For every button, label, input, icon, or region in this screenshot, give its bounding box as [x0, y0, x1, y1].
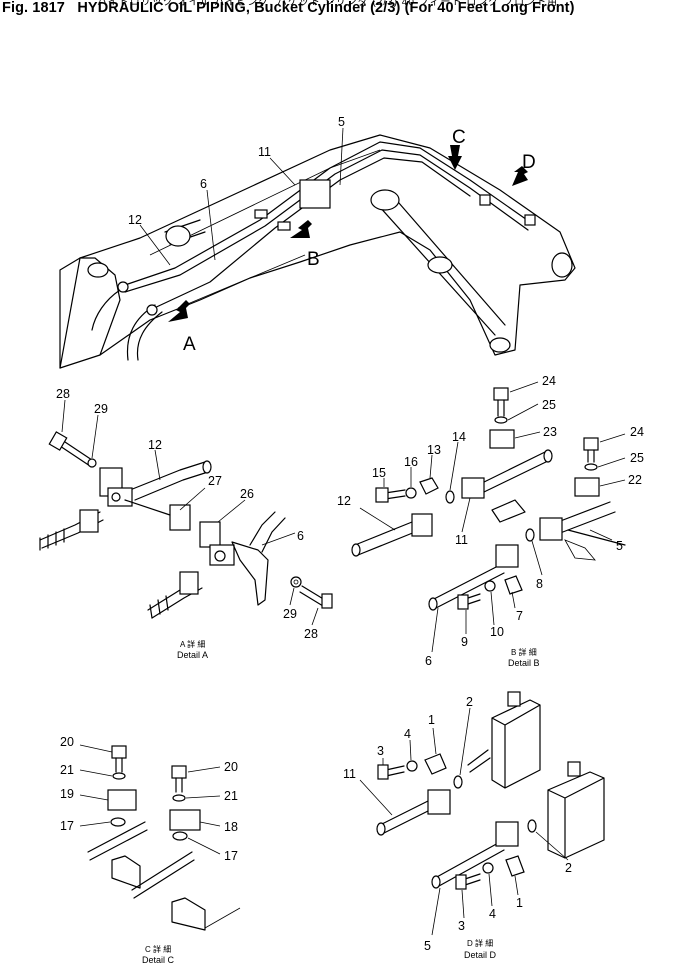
caption-d-en: Detail D: [464, 950, 497, 960]
view-arrow-d: [512, 166, 528, 186]
callout-c-18: 18: [224, 820, 238, 834]
callout-b-5: 5: [616, 539, 623, 553]
caption-b-jp: B 詳 細: [511, 647, 537, 657]
callout-a-29-bottom: 29: [283, 607, 297, 621]
callout-b-6: 6: [425, 654, 432, 668]
view-arrow-b: [290, 220, 312, 238]
callout-b-13: 13: [427, 443, 441, 457]
callout-c-17-right: 17: [224, 849, 238, 863]
callout-main-11: 11: [258, 145, 271, 159]
callout-b-25-right: 25: [630, 451, 644, 465]
callout-c-21-right: 21: [224, 789, 238, 803]
callout-a-28-bottom: 28: [304, 627, 318, 641]
caption-a-en: Detail A: [177, 650, 208, 660]
view-label-c: C: [452, 127, 466, 148]
pipe-bundle: [124, 141, 531, 286]
callout-a-27: 27: [208, 474, 222, 488]
callout-a-29-top: 29: [94, 402, 108, 416]
figure-number: Fig. 1817: [2, 0, 65, 16]
callout-a-26: 26: [240, 487, 254, 501]
view-arrow-c: [448, 145, 462, 170]
callout-d-1-bottom: 1: [516, 896, 523, 910]
callout-a-28-top: 28: [56, 387, 70, 401]
japanese-header: ハイドロリック オイル パイピング, バケット シリンダ (2/3) 40 フィ…: [97, 0, 559, 8]
caption-c-jp: C 詳 細: [145, 944, 171, 954]
callout-a-6: 6: [297, 529, 304, 543]
callout-b-9: 9: [461, 635, 468, 649]
callout-c-19: 19: [60, 787, 74, 801]
callout-a-12: 12: [148, 438, 162, 452]
callout-d-2-bottom: 2: [565, 861, 572, 875]
callout-d-11: 11: [343, 767, 356, 781]
valve-block-lower: [547, 771, 605, 859]
callout-d-3-top: 3: [377, 744, 384, 758]
caption-d-jp: D 詳 細: [467, 938, 493, 948]
callout-b-12: 12: [337, 494, 351, 508]
callout-b-8: 8: [536, 577, 543, 591]
callout-d-2-top: 2: [466, 695, 473, 709]
callout-d-5: 5: [424, 939, 431, 953]
view-label-b: B: [307, 249, 320, 270]
boom-assembly-view: 5 11 6 12 A B C D: [59, 115, 576, 369]
caption-a-jp: A 詳 細: [180, 639, 205, 649]
callout-d-1-top: 1: [428, 713, 435, 727]
callout-b-14: 14: [452, 430, 466, 444]
callout-b-15: 15: [372, 466, 386, 480]
detail-a-view: 28 29 12 27 26 6 29 28 A 詳 細 Detail A: [39, 387, 333, 660]
callout-c-20-left: 20: [60, 735, 74, 749]
figure-title-bar: ハイドロリック オイル パイピング, バケット シリンダ (2/3) 40 フィ…: [2, 0, 677, 16]
caption-c-en: Detail C: [142, 955, 175, 965]
callout-b-23: 23: [543, 425, 557, 439]
callout-d-4-bottom: 4: [489, 907, 496, 921]
caption-b-en: Detail B: [508, 658, 540, 668]
callout-c-21-left: 21: [60, 763, 74, 777]
callout-b-16: 16: [404, 455, 418, 469]
callout-main-12: 12: [128, 213, 142, 227]
callout-d-3-bottom: 3: [458, 919, 465, 933]
callout-b-7: 7: [516, 609, 523, 623]
callout-d-4-top: 4: [404, 727, 411, 741]
callout-b-10: 10: [490, 625, 504, 639]
callout-b-11: 11: [455, 533, 468, 547]
view-label-a: A: [183, 334, 196, 355]
callout-b-24-right: 24: [630, 425, 644, 439]
detail-d-view: 2 1 4 3 11 2 1 4 3 5 D 詳 細 Detail D: [343, 691, 605, 960]
view-label-d: D: [522, 152, 536, 173]
detail-b-view: 24 25 23 14 13 16 15 12 11 24 25 22 5 8 …: [337, 374, 644, 668]
figure-title: HYDRAULIC OIL PIPING, Bucket Cylinder (2…: [77, 0, 575, 16]
callout-main-5: 5: [338, 115, 345, 129]
callout-c-17-left: 17: [60, 819, 74, 833]
callout-main-6: 6: [200, 177, 207, 191]
callout-b-25-top: 25: [542, 398, 556, 412]
callout-b-24-top: 24: [542, 374, 556, 388]
callout-b-22: 22: [628, 473, 642, 487]
callout-c-20-right: 20: [224, 760, 238, 774]
detail-c-view: 20 21 19 17 20 21 18 17 C 詳 細 Detail C: [60, 735, 241, 965]
valve-block-upper: [491, 699, 541, 789]
